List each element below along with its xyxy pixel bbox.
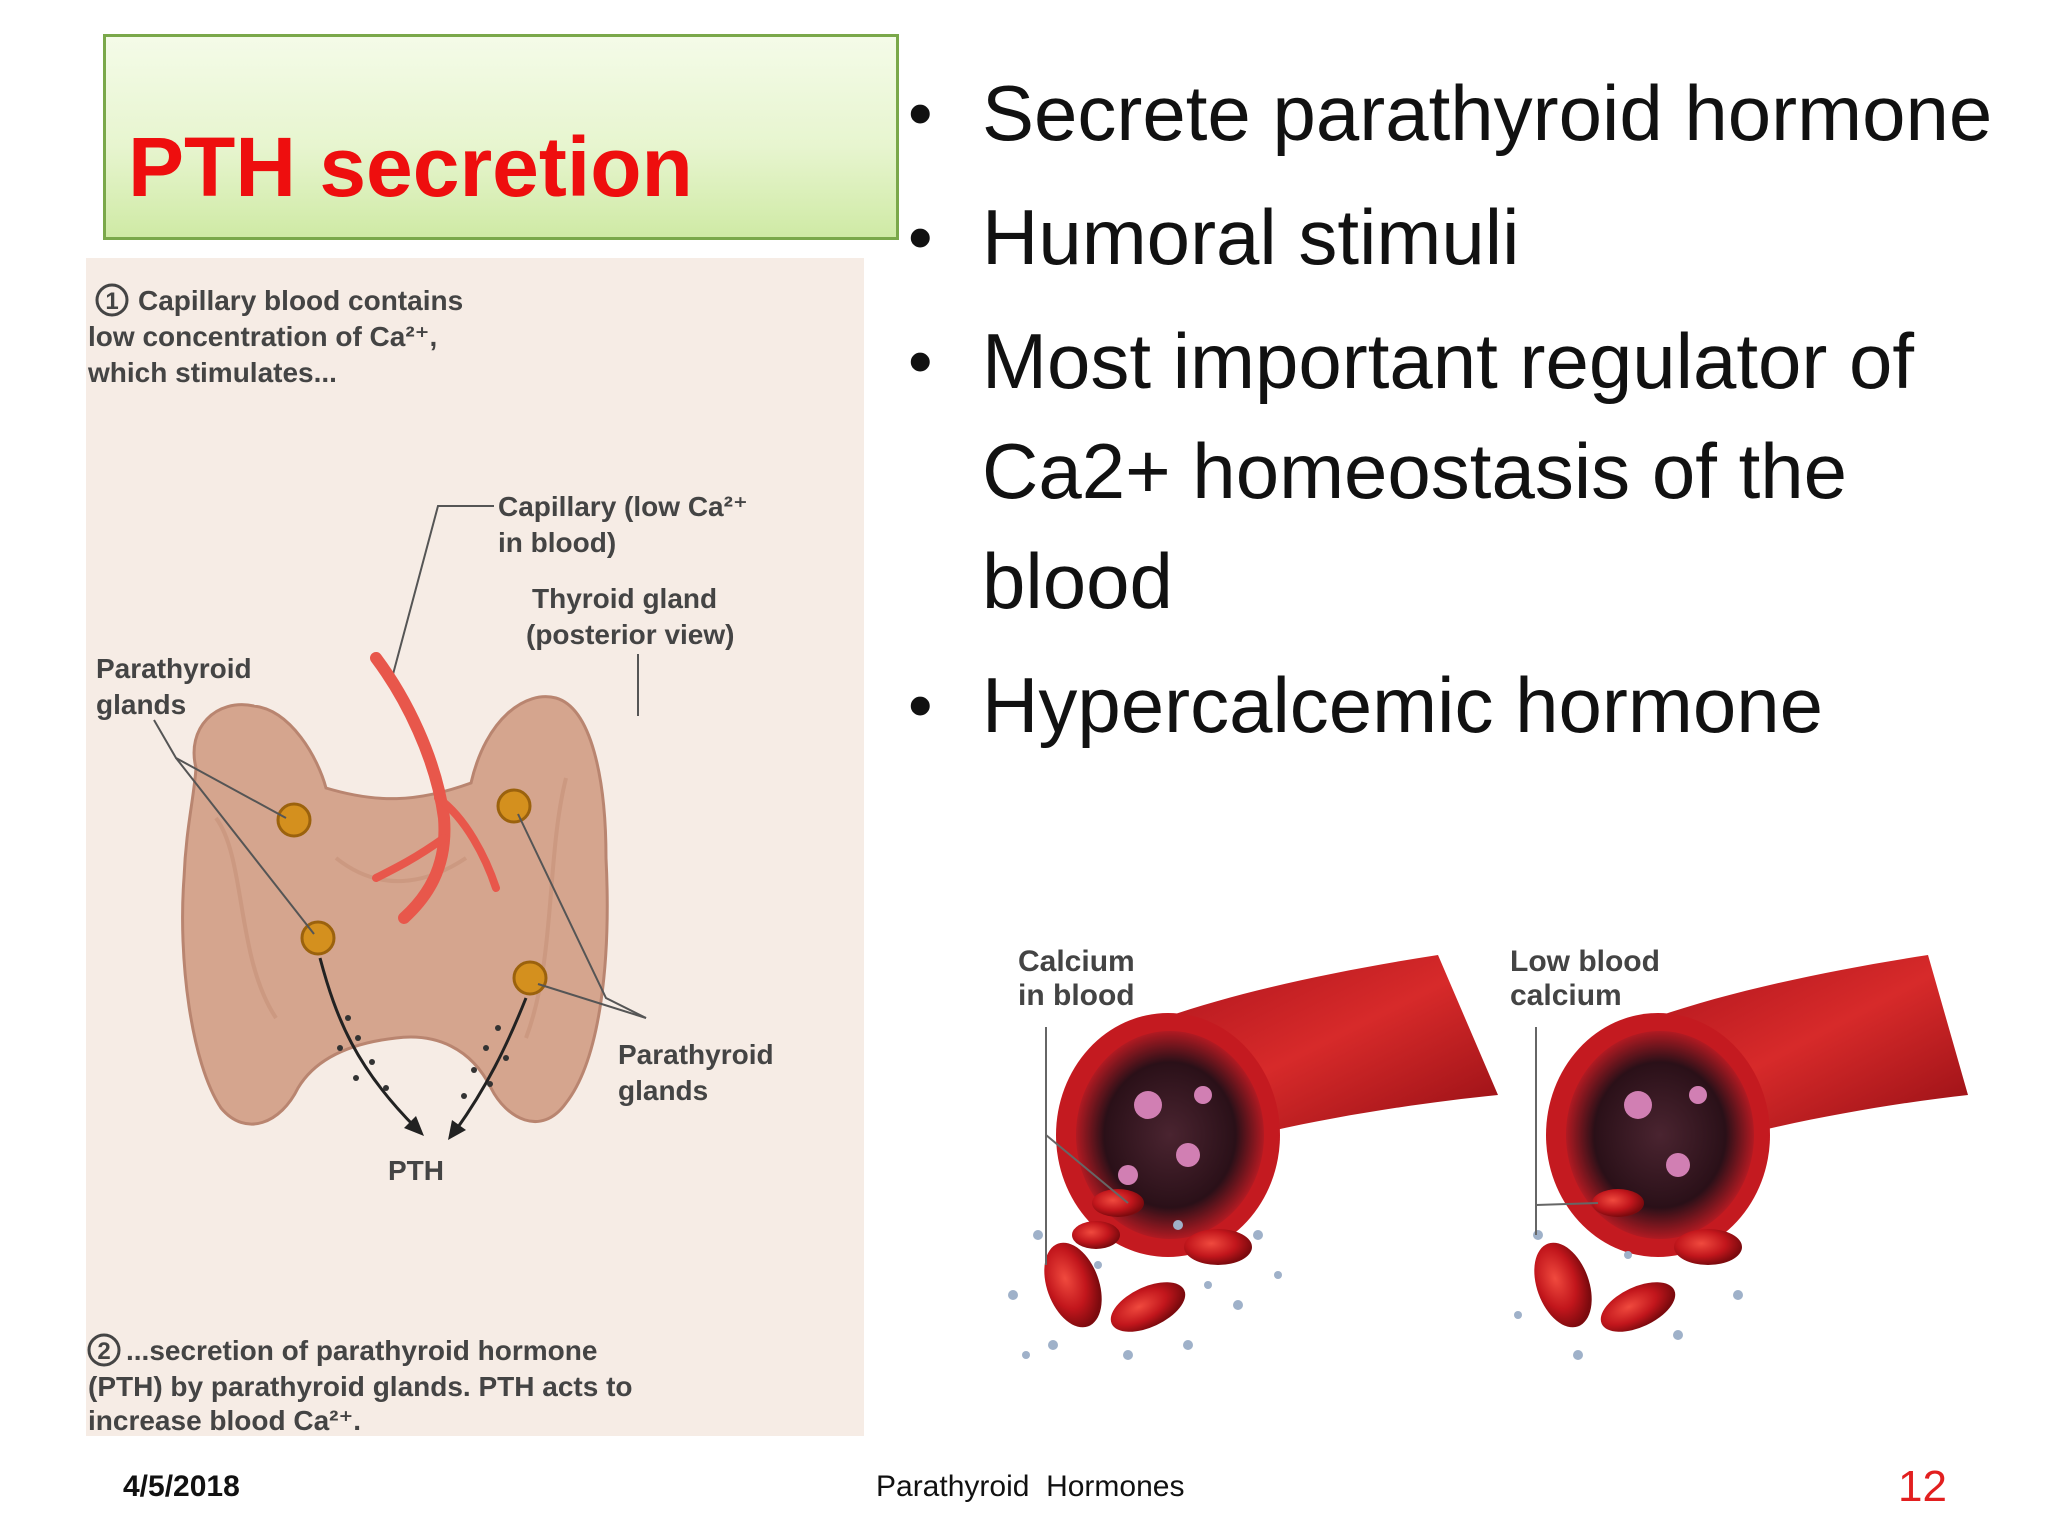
bullet-item: • Hypercalcemic hormone	[900, 650, 2020, 760]
capillary-vessel	[370, 652, 451, 924]
parathyroid-diagram: 1 Capillary blood contains low concentra…	[86, 258, 864, 1436]
capillary-label: in blood)	[498, 527, 616, 558]
footer-date: 4/5/2018	[123, 1470, 240, 1503]
bullet-dot-icon: •	[908, 666, 933, 744]
page-number: 12	[1898, 1462, 1947, 1511]
bullet-text: Hypercalcemic hormone	[982, 661, 1823, 749]
low-blood-calcium-label: Low blood	[1510, 945, 1660, 978]
calcium-in-blood-label: Calcium	[1018, 945, 1135, 978]
arrowhead-icon	[448, 1120, 466, 1140]
parathyroid-leader-line	[537, 983, 647, 1019]
parathyroid-gland-icon	[276, 802, 312, 838]
thyroid-gland	[181, 695, 609, 1126]
bullet-list: • Secrete parathyroid hormone • Humoral st…	[900, 58, 2020, 774]
step1-line: low concentration of Ca²⁺,	[88, 321, 437, 352]
step2-line: ...secretion of parathyroid hormone	[126, 1335, 597, 1366]
step2-line: (PTH) by parathyroid glands. PTH acts to	[88, 1371, 633, 1402]
step1-number: 1	[105, 288, 118, 315]
vessel-low-calcium	[1514, 955, 1968, 1360]
low-blood-calcium-label: calcium	[1510, 979, 1622, 1012]
bullet-text: Most important regulator of Ca2+ homeost…	[982, 317, 1915, 625]
bullet-dot-icon: •	[908, 322, 933, 400]
parathyroid-right-label: glands	[618, 1075, 708, 1106]
bullet-item: • Secrete parathyroid hormone	[900, 58, 2020, 168]
parathyroid-gland-icon	[496, 788, 532, 824]
title-box: PTH secretion	[103, 34, 899, 240]
slide-title: PTH secretion	[128, 120, 693, 214]
step1-circle-icon	[95, 283, 129, 317]
bullet-text: Secrete parathyroid hormone	[982, 69, 1993, 157]
capillary-label: Capillary (low Ca²⁺	[498, 491, 748, 522]
arrowhead-icon	[404, 1116, 424, 1136]
parathyroid-left-label: glands	[96, 689, 186, 720]
thyroid-texture	[214, 777, 568, 1039]
bullet-dot-icon: •	[908, 74, 933, 152]
blood-calcium-illustration: Calcium in blood Low blood calcium	[978, 935, 1974, 1405]
parathyroid-leader-line	[175, 757, 315, 935]
parathyroid-right-label: Parathyroid	[618, 1039, 774, 1070]
thyroid-label: (posterior view)	[526, 619, 734, 650]
step2-line: increase blood Ca²⁺.	[88, 1405, 361, 1436]
step2-circle-icon	[87, 1333, 121, 1367]
step2-number: 2	[97, 1338, 110, 1365]
footer-title: Parathyroid Hormones	[876, 1470, 1185, 1503]
bullet-item: • Most important regulator of Ca2+ homeos…	[900, 306, 2020, 636]
pth-arrow	[454, 997, 528, 1131]
step1-line: Capillary blood contains	[138, 285, 463, 316]
capillary-leader-line	[391, 505, 494, 679]
bullet-text: Humoral stimuli	[982, 193, 1520, 281]
step1-line: which stimulates...	[87, 357, 337, 388]
pth-arrow	[318, 957, 418, 1130]
bullet-item: • Humoral stimuli	[900, 182, 2020, 292]
capillary-branch	[372, 794, 500, 892]
bullet-dot-icon: •	[908, 198, 933, 276]
parathyroid-gland-icon	[512, 960, 548, 996]
pth-molecules	[337, 1015, 509, 1099]
calcium-in-blood-label: in blood	[1018, 979, 1135, 1012]
parathyroid-gland-icon	[300, 920, 336, 956]
parathyroid-left-label: Parathyroid	[96, 653, 252, 684]
pth-label: PTH	[388, 1155, 444, 1186]
vessel-normal-calcium	[1008, 955, 1498, 1360]
parathyroid-leader-line	[517, 813, 647, 1019]
thyroid-label: Thyroid gland	[532, 583, 717, 614]
